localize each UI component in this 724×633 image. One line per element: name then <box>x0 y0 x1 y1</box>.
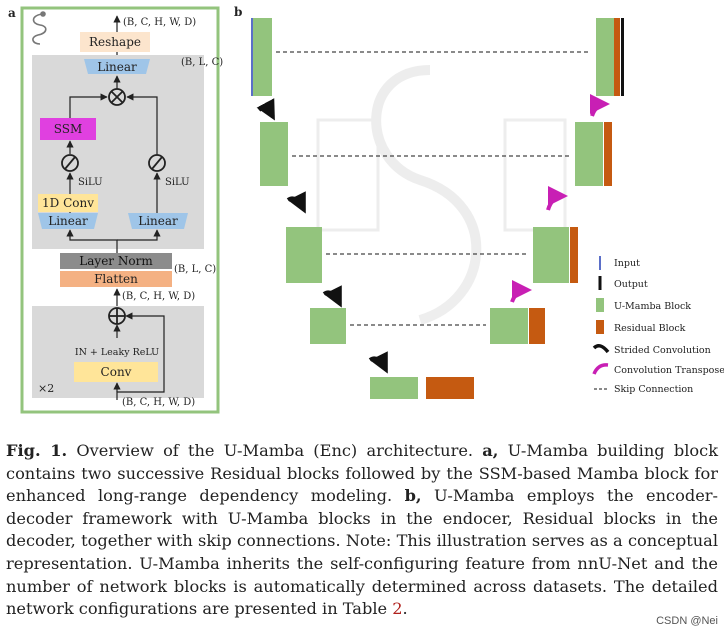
dims-lc-top: (B, L, C) <box>181 57 223 68</box>
legend-output-label: Output <box>614 279 648 290</box>
reshape-label: Reshape <box>89 35 141 49</box>
silu-right-label: SiLU <box>165 177 190 188</box>
conv-transposed-1 <box>589 94 610 117</box>
caption-text-3: U-Mamba employs the encoder-decoder fram… <box>6 486 718 619</box>
in-leaky-label: IN + Leaky ReLU <box>75 347 159 358</box>
legend-strided-label: Strided Convolution <box>614 345 711 356</box>
multiply-icon <box>108 88 126 106</box>
encoder-block-1 <box>252 18 272 96</box>
ssm-label: SSM <box>54 122 83 136</box>
bottleneck-umamba <box>370 377 418 399</box>
legend-strided-swatch <box>592 344 610 354</box>
encoder-block-2 <box>260 122 288 186</box>
caption-b-label: b, <box>404 486 422 506</box>
linear-top-label: Linear <box>97 60 137 74</box>
conv1d-label: 1D Conv <box>42 196 94 210</box>
caption-text-1: Overview of the U-Mamba (Enc) architectu… <box>67 441 483 460</box>
repeat-label: ×2 <box>38 382 54 395</box>
caption-text-2: U-Mamba building block contains two succ… <box>6 441 719 506</box>
decoder-umamba-2 <box>575 122 603 186</box>
encoder-block-4 <box>310 308 346 344</box>
strided-conv-3 <box>322 285 342 308</box>
caption-text-4: . <box>402 599 408 619</box>
legend-transposed-swatch <box>592 363 609 375</box>
strided-conv-4 <box>368 351 388 374</box>
reshape-block <box>80 32 150 52</box>
dims-mid: (B, C, H, W, D) <box>122 291 195 302</box>
conv1d-block <box>38 194 98 212</box>
caption-fig-label: Fig. 1. <box>6 441 68 460</box>
conv-label: Conv <box>101 365 132 379</box>
legend-residual-swatch <box>596 320 604 334</box>
dims-bottom: (B, C, H, W, D) <box>122 397 195 408</box>
flatten-label: Flatten <box>94 272 138 286</box>
decoder-residual-3 <box>570 227 578 283</box>
figure-caption: Fig. 1. Overview of the U-Mamba (Enc) ar… <box>6 440 718 621</box>
linear-right-label: Linear <box>138 214 178 228</box>
linear-left-label: Linear <box>48 214 88 228</box>
snake-logo-icon <box>32 11 47 45</box>
legend-umamba-swatch <box>596 298 604 312</box>
add-icon <box>108 307 126 325</box>
dims-lc-mid: (B, L, C) <box>174 264 216 275</box>
legend-residual-label: Residual Block <box>614 323 686 334</box>
background-motif <box>316 65 567 325</box>
panel-a-letter: a <box>8 6 16 20</box>
decoder-residual-4 <box>529 308 545 344</box>
silu-left-icon <box>61 154 79 172</box>
strided-conv-1 <box>256 98 275 121</box>
figure-svg: a (B, C, H, W, D) Reshape (B, L, C) Line… <box>8 5 724 414</box>
output-bar <box>621 18 624 96</box>
ssm-block <box>40 118 96 140</box>
legend-umamba-label: U-Mamba Block <box>614 301 691 312</box>
decoder-umamba-1 <box>596 18 614 96</box>
figure: a (B, C, H, W, D) Reshape (B, L, C) Line… <box>8 5 724 414</box>
legend-transposed-label: Convolution Transposed <box>614 365 724 376</box>
conv-block <box>74 362 158 382</box>
layer-norm-label: Layer Norm <box>79 254 153 268</box>
strided-conv-2 <box>286 191 306 214</box>
linear-top-block <box>84 59 150 74</box>
flatten-block <box>60 271 172 287</box>
decoder-residual-2 <box>604 122 612 186</box>
panel-b-letter: b <box>234 5 242 19</box>
input-bar <box>251 18 253 96</box>
legend-input-label: Input <box>614 258 640 269</box>
conv-transposed-2 <box>546 186 568 211</box>
encoder-block-3 <box>286 227 322 283</box>
decoder-umamba-3 <box>533 227 569 283</box>
caption-a-label: a, <box>482 441 499 460</box>
conv-transposed-3 <box>510 280 532 303</box>
linear-left-block <box>38 213 98 229</box>
caption-table-ref[interactable]: 2 <box>392 599 403 619</box>
layer-norm-block <box>60 253 172 269</box>
decoder-umamba-4 <box>490 308 528 344</box>
silu-left-label: SiLU <box>78 177 103 188</box>
watermark: CSDN @Nei <box>656 615 718 627</box>
silu-right-icon <box>148 154 166 172</box>
bottleneck-residual <box>426 377 474 399</box>
legend-skip-label: Skip Connection <box>614 384 693 395</box>
legend: Input Output U-Mamba Block Residual Bloc… <box>592 256 724 395</box>
decoder-residual-1 <box>614 18 620 96</box>
dims-top: (B, C, H, W, D) <box>123 17 196 28</box>
linear-right-block <box>128 213 188 229</box>
